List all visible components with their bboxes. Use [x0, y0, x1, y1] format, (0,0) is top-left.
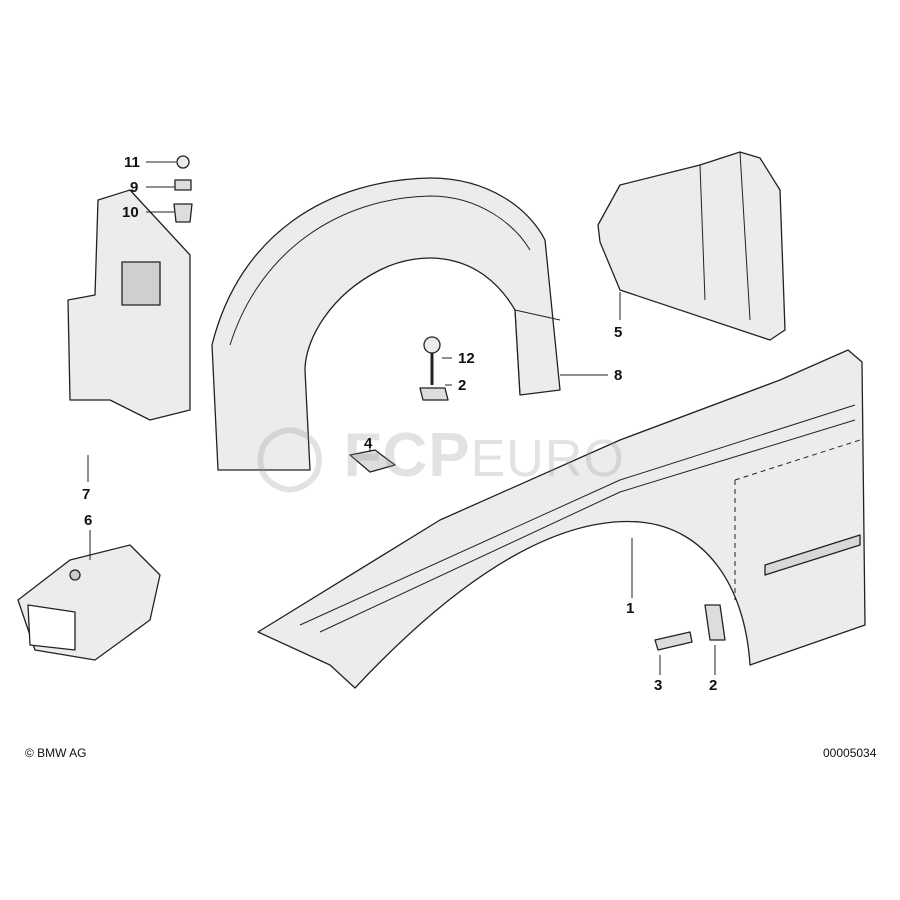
- callout-2-upper: 2: [458, 377, 467, 394]
- copyright-text: © BMW AG: [25, 746, 87, 760]
- callout-6: 6: [84, 512, 93, 529]
- callout-5: 5: [614, 324, 623, 341]
- callout-8: 8: [614, 367, 623, 384]
- cover-panel-part-5: [597, 151, 786, 341]
- nut-part-2b: [704, 604, 726, 641]
- diagram-number: 00005034: [823, 746, 877, 760]
- callout-4: 4: [364, 435, 373, 452]
- callout-1: 1: [626, 600, 635, 617]
- clip-part-10: [173, 203, 193, 223]
- wheel-arch-liner-part-8: [211, 177, 561, 471]
- callout-10: 10: [122, 204, 139, 221]
- callout-9: 9: [130, 179, 139, 196]
- callout-12: 12: [458, 350, 475, 367]
- clip-part-4: [349, 449, 396, 473]
- screw-part-11: [176, 155, 190, 169]
- bolt-part-3: [654, 631, 693, 651]
- watermark-brand: FCP: [343, 421, 471, 490]
- watermark-brand-suffix: EURO: [470, 430, 625, 488]
- nut-part-2a: [419, 387, 449, 401]
- screw-part-12: [423, 336, 441, 354]
- nut-part-9: [174, 179, 192, 191]
- callout-11: 11: [124, 154, 140, 171]
- callout-7: 7: [82, 486, 91, 503]
- callout-3: 3: [654, 677, 663, 694]
- callout-2-lower: 2: [709, 677, 718, 694]
- watermark-logo: ◯ FCPEURO: [255, 421, 625, 490]
